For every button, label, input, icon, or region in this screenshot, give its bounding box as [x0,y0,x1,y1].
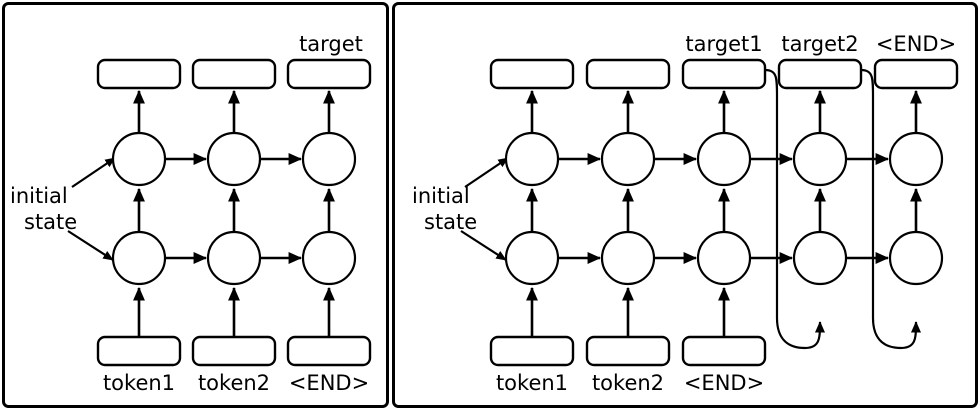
left-bottom-cell-2[interactable] [206,230,262,286]
right-top-cell-4[interactable] [792,131,848,187]
left-output-box-3[interactable] [286,58,372,90]
right-panel-group: target1 target2 <END> token1 token2 <END… [412,32,959,395]
right-bottom-label-1: token1 [496,371,568,395]
left-bottom-cell-3[interactable] [301,230,357,286]
left-output-box-2[interactable] [191,58,277,90]
right-input-box-3[interactable] [681,335,767,367]
right-top-cell-2[interactable] [600,131,656,187]
right-bottom-cell-1[interactable] [504,230,560,286]
right-input-box-1[interactable] [489,335,575,367]
right-feedback-curve-2 [860,68,922,350]
left-top-cell-2[interactable] [206,131,262,187]
right-bottom-cell-4[interactable] [792,230,848,286]
left-bottom-label-2: token2 [198,371,270,395]
left-initial-state-label-line2: state [24,210,77,234]
right-top-label-5: <END> [876,32,956,56]
left-input-box-3[interactable] [286,335,372,367]
left-top-cell-1[interactable] [111,131,167,187]
right-input-box-2[interactable] [585,335,671,367]
left-top-label-3: target [299,32,363,56]
right-top-label-4: target2 [781,32,858,56]
right-top-cell-5[interactable] [888,131,944,187]
left-bottom-label-3: <END> [289,371,369,395]
left-bottom-cell-1[interactable] [111,230,167,286]
right-initial-state-arrow-top [464,157,509,188]
right-output-box-2[interactable] [585,58,671,90]
right-output-box-4[interactable] [777,58,863,90]
right-initial-state-label-line2: state [424,210,477,234]
left-initial-state-label-line1: initial [10,184,68,208]
left-panel-border [2,2,389,408]
left-input-box-1[interactable] [96,335,182,367]
right-feedback-curve-1 [764,68,826,350]
right-bottom-label-2: token2 [592,371,664,395]
left-top-cell-3[interactable] [301,131,357,187]
right-bottom-cell-3[interactable] [696,230,752,286]
right-top-cell-3[interactable] [696,131,752,187]
left-initial-state-arrow-top [71,157,116,188]
right-bottom-cell-5[interactable] [888,230,944,286]
right-top-cell-1[interactable] [504,131,560,187]
left-initial-state-arrow-bottom [67,230,114,261]
left-output-box-1[interactable] [96,58,182,90]
right-panel-border [392,2,978,408]
left-input-box-2[interactable] [191,335,277,367]
right-output-box-5[interactable] [873,58,959,90]
right-bottom-cell-2[interactable] [600,230,656,286]
left-panel-group: target token1 token2 <END> [10,32,372,395]
right-bottom-label-3: <END> [684,371,764,395]
left-bottom-label-1: token1 [103,371,175,395]
right-output-box-3[interactable] [681,58,767,90]
right-output-box-1[interactable] [489,58,575,90]
right-initial-state-label-line1: initial [412,184,470,208]
right-initial-state-arrow-bottom [460,230,507,261]
right-top-label-3: target1 [685,32,762,56]
